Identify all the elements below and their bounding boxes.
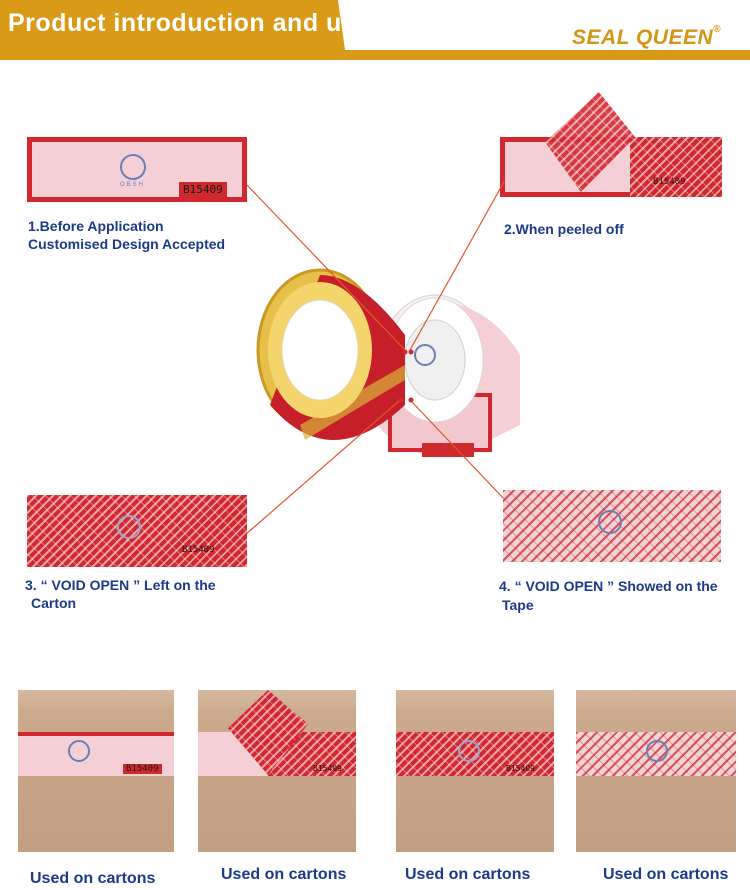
step-3-title: 3. “ VOID OPEN ” Left on the xyxy=(25,577,216,593)
logo-text: OBSH xyxy=(120,182,146,188)
logo-icon xyxy=(646,740,668,762)
carton-3-caption: Used on cartons xyxy=(405,866,531,883)
logo-icon xyxy=(458,740,480,762)
carton-3: B15409 xyxy=(396,690,554,852)
carton-1: B15409 xyxy=(18,690,174,852)
carton-top xyxy=(576,690,736,710)
brand-logo: SEAL QUEEN® xyxy=(572,24,722,50)
carton-front xyxy=(576,708,736,852)
pink-tape-roll xyxy=(360,294,520,457)
logo-icon xyxy=(117,515,141,539)
brand-name: SEAL QUEEN xyxy=(572,26,714,49)
tape-band-edge xyxy=(18,732,174,736)
serial-number-residue: B15409 xyxy=(313,764,342,773)
page-title: Product introduction and use xyxy=(8,9,371,37)
carton-top xyxy=(396,690,554,710)
header-bar: Product introduction and use SEAL QUEEN® xyxy=(0,0,750,63)
step-2-title: 2.When peeled off xyxy=(504,221,624,237)
void-on-carton-sample: B15409 xyxy=(27,495,247,567)
header-underline xyxy=(0,50,750,60)
serial-number-residue: B15409 xyxy=(506,764,535,773)
logo-icon xyxy=(68,740,90,762)
carton-4-caption: Used on cartons xyxy=(603,866,729,883)
void-on-tape-sample xyxy=(503,490,721,562)
serial-number-residue: B15409 xyxy=(182,545,215,555)
step-3-subtitle: Carton xyxy=(31,595,77,611)
logo-icon xyxy=(120,154,146,180)
registered-mark: ® xyxy=(713,24,722,35)
carton-2: B15409 xyxy=(198,690,356,852)
tape-rolls-image xyxy=(256,268,520,457)
serial-number: B15409 xyxy=(179,182,227,197)
serial-number-peeled: B15409 xyxy=(653,177,686,187)
tape-sample-peeled: B15409 xyxy=(500,92,722,204)
carton-4 xyxy=(576,690,736,852)
step-4-title: 4. “ VOID OPEN ” Showed on the xyxy=(499,578,718,594)
red-tape-roll xyxy=(256,268,405,440)
carton-1-caption: Used on cartons xyxy=(30,870,156,887)
carton-top xyxy=(18,690,174,710)
tape-sample-before: OBSH B15409 xyxy=(27,137,247,202)
step-1-subtitle: Customised Design Accepted xyxy=(28,236,226,252)
logo-icon xyxy=(598,510,622,534)
carton-front xyxy=(396,708,554,852)
serial-number: B15409 xyxy=(123,764,162,774)
carton-2-caption: Used on cartons xyxy=(221,866,347,883)
step-1-title: 1.Before Application xyxy=(28,218,164,234)
header-title-bg xyxy=(0,0,345,50)
step-4-subtitle: Tape xyxy=(502,597,534,613)
carton-front xyxy=(18,708,174,852)
